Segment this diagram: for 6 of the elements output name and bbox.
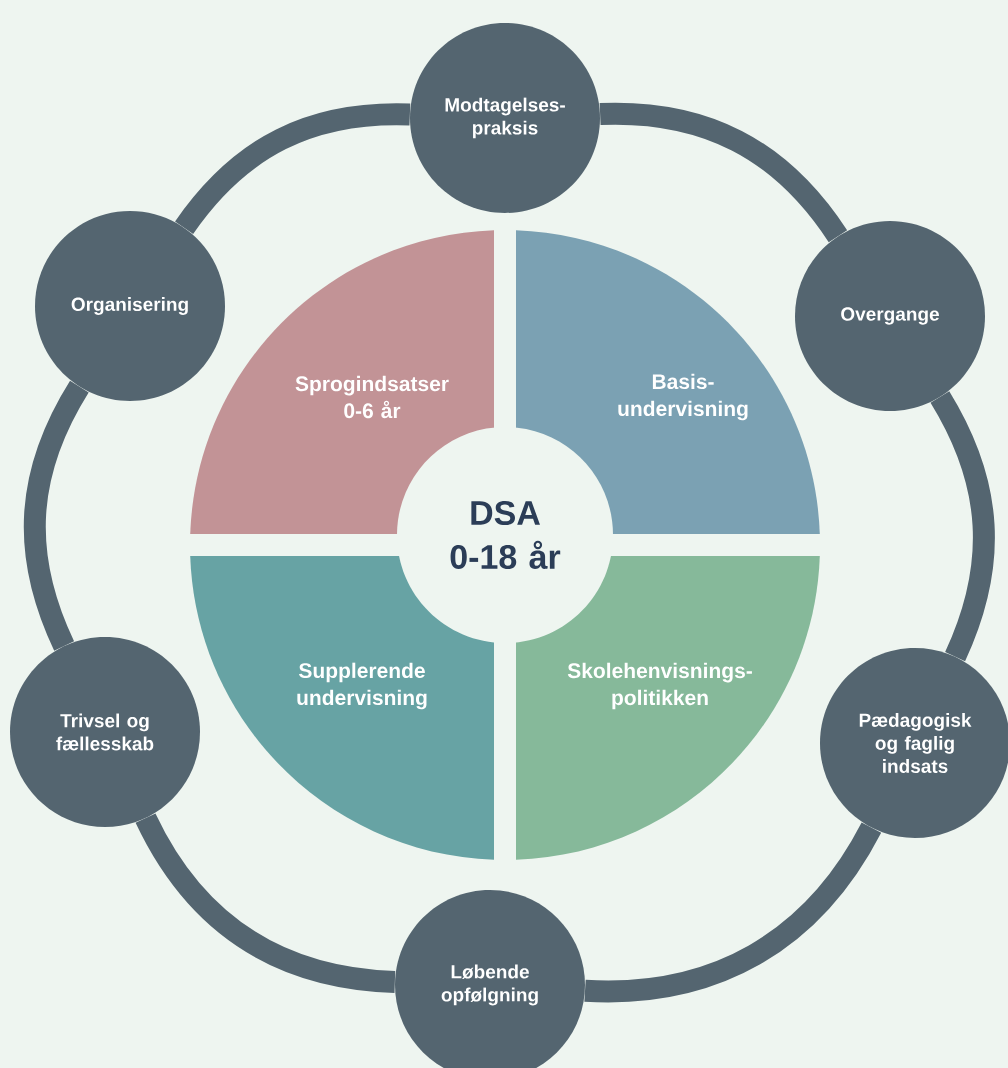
ring-segment (135, 813, 396, 993)
ring-segment (930, 391, 995, 661)
ring-segment (23, 381, 89, 651)
ring-segment (600, 102, 847, 243)
ring-segment (175, 103, 410, 235)
ring-segment (584, 822, 881, 1003)
